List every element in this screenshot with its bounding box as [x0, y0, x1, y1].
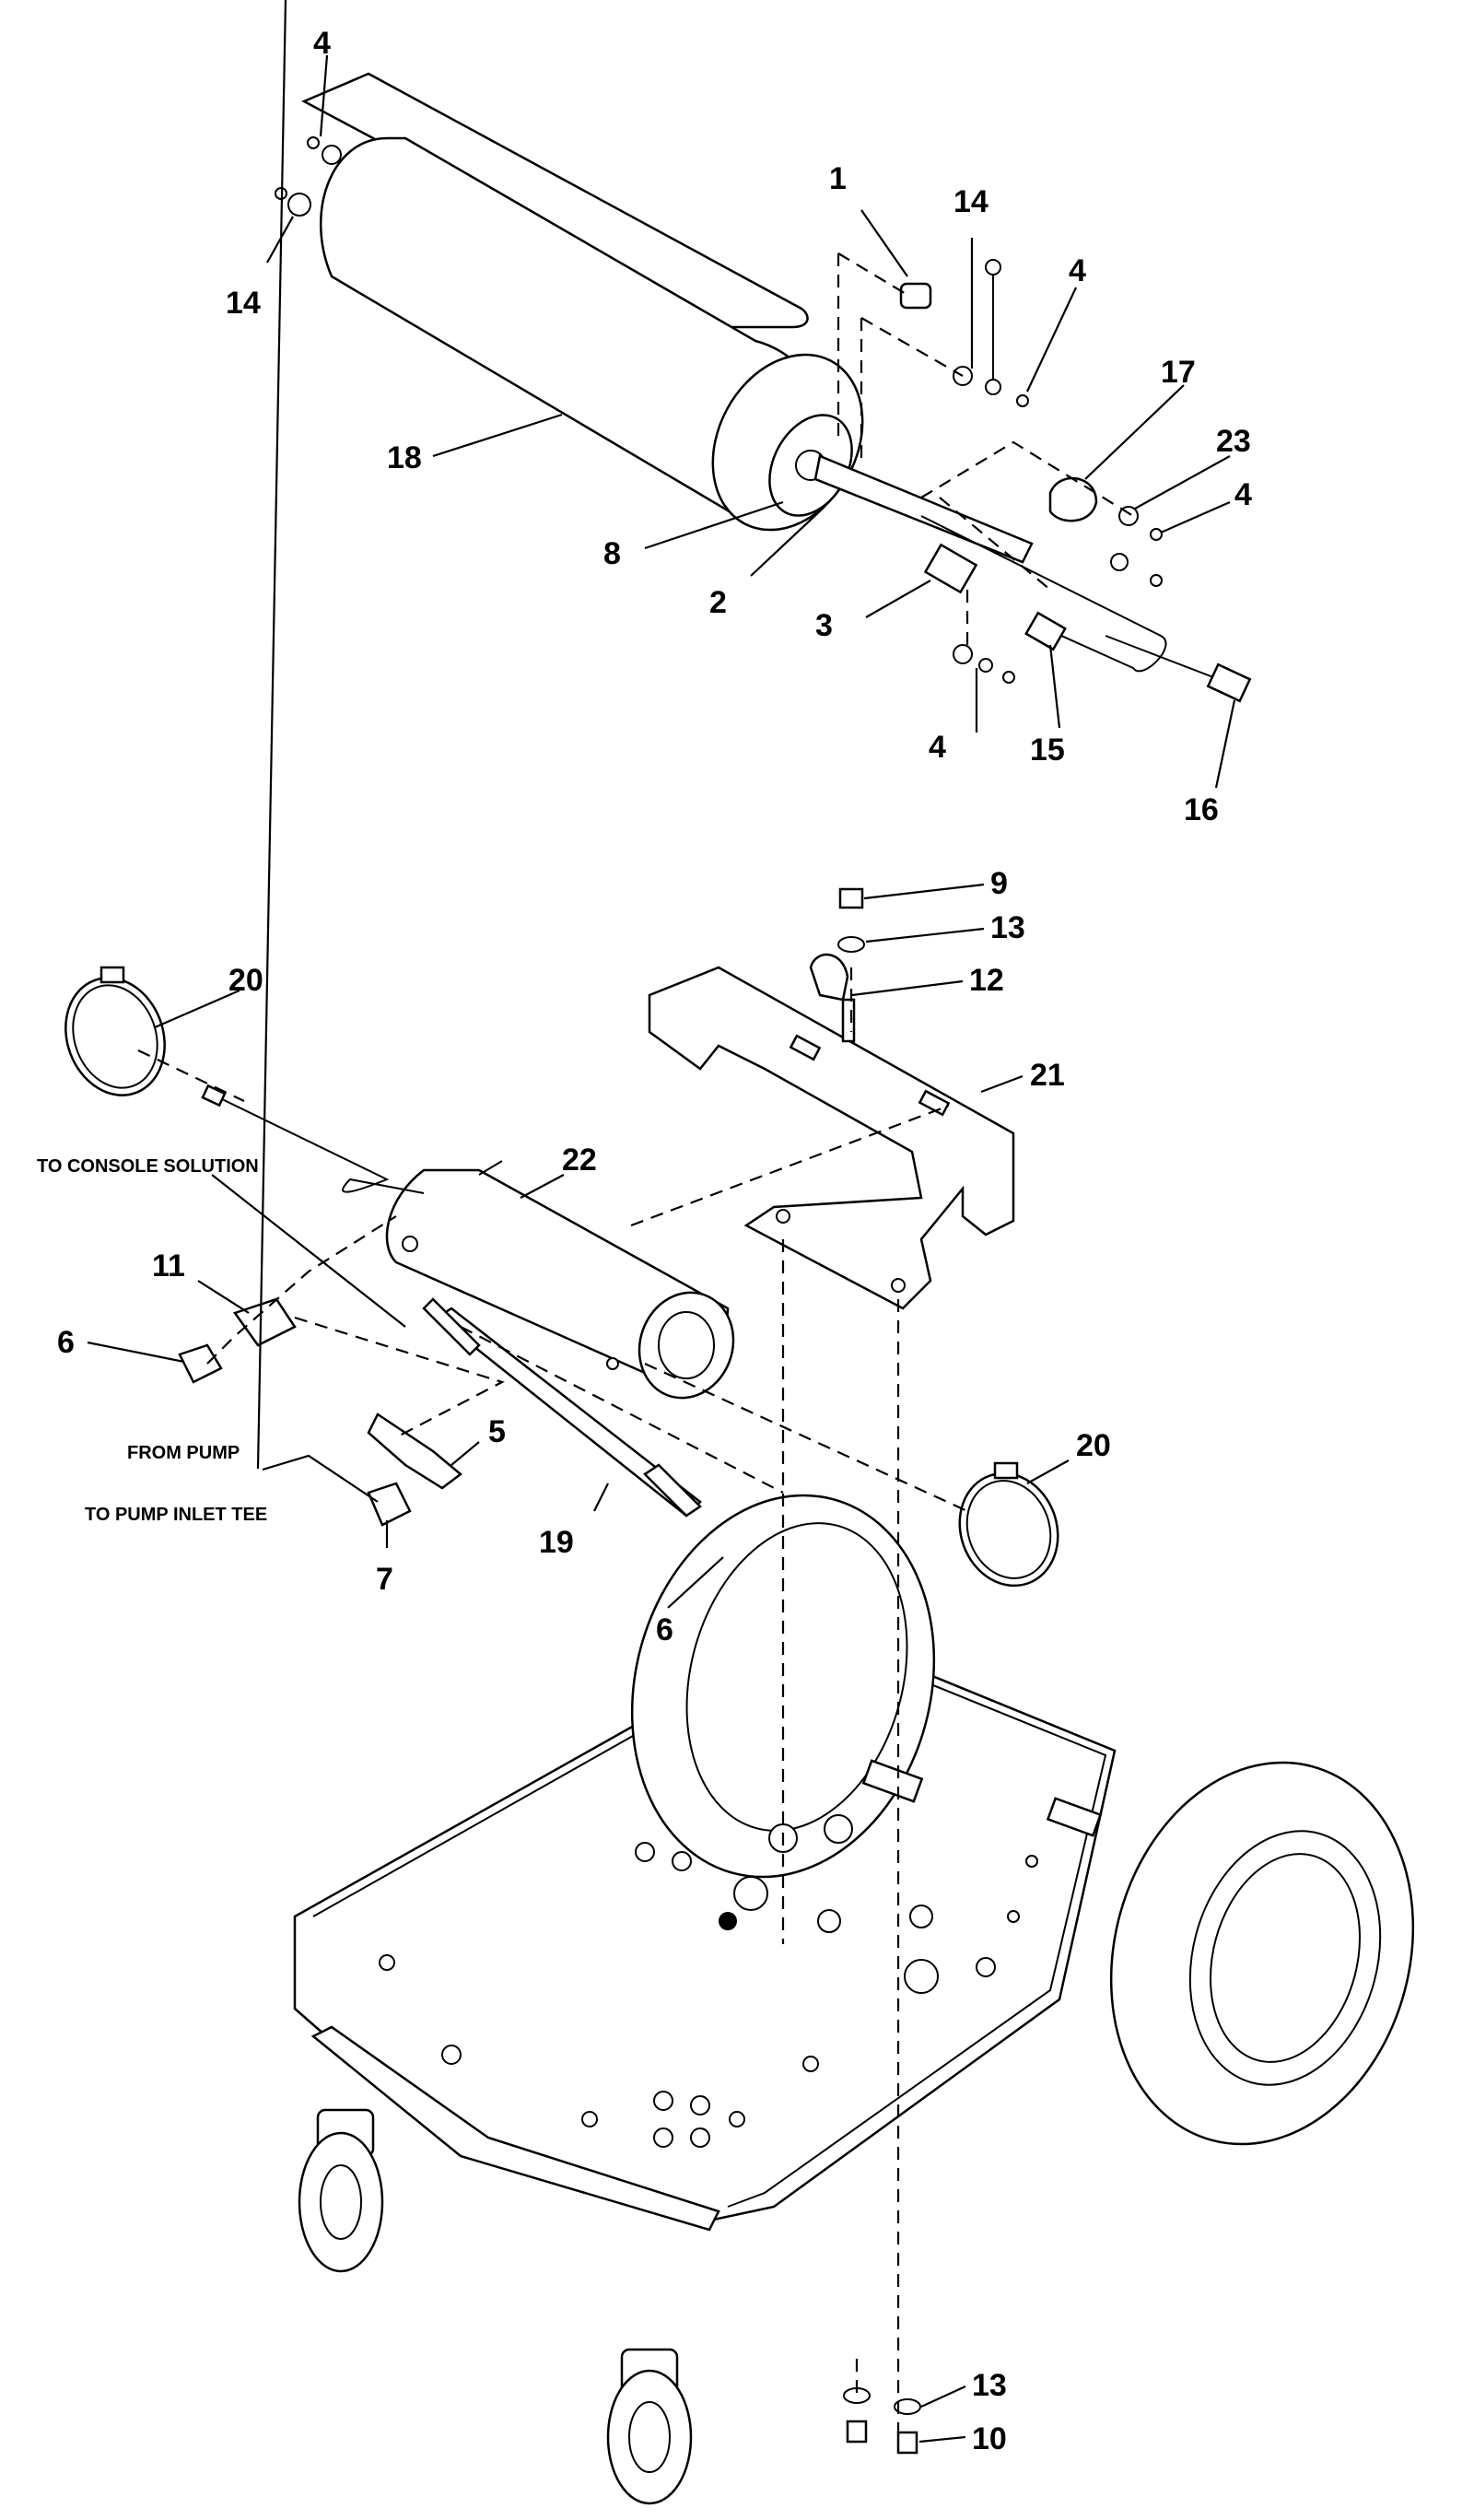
- heater-wire: [216, 1096, 503, 1194]
- callout-17: 17: [1161, 355, 1196, 390]
- fitting-7: [367, 1482, 412, 1527]
- caster-right: [606, 2348, 693, 2505]
- note-to-pump-inlet-tee: TO PUMP INLET TEE: [85, 1505, 267, 1525]
- bolt-bottom-left: [846, 2420, 868, 2444]
- callout-15: 15: [1030, 733, 1065, 768]
- callout-20: 20: [1076, 1428, 1111, 1463]
- link-rod: [986, 266, 1000, 388]
- note-from-pump: FROM PUMP: [127, 1443, 240, 1463]
- callout-18: 18: [387, 440, 422, 475]
- callout-14: 14: [226, 286, 261, 321]
- sensor-15: [1024, 611, 1067, 651]
- callout-7: 7: [376, 1562, 393, 1597]
- bracket-17: [1048, 476, 1098, 522]
- thermostat-3: [923, 543, 978, 594]
- connector-16: [1206, 662, 1252, 703]
- callout-1: 1: [829, 161, 847, 196]
- callout-2: 2: [709, 585, 727, 620]
- callout-22: 22: [562, 1143, 597, 1178]
- clip-12: [809, 953, 849, 1002]
- bolt-10: [896, 2431, 918, 2455]
- callout-19: 19: [539, 1525, 574, 1560]
- callout-11: 11: [152, 1248, 185, 1283]
- hose-clamp-20-right: [958, 1471, 1059, 1588]
- callout-6: 6: [656, 1612, 673, 1647]
- insulation-wrap-18: [301, 72, 809, 329]
- mounting-bracket-21: [648, 966, 1015, 1310]
- frame-and-heater-assembly: [64, 887, 1415, 2505]
- callout-13: 13: [990, 910, 1025, 945]
- callout-3: 3: [815, 608, 833, 643]
- nut-1: [899, 282, 932, 310]
- callout-13: 13: [972, 2368, 1007, 2403]
- cart-base-holes: [379, 1759, 1103, 2148]
- heater-rod: [813, 454, 1034, 564]
- washer-13-top: [837, 936, 865, 953]
- callout-8: 8: [603, 536, 621, 571]
- lower-leaders: [87, 0, 1070, 2444]
- callout-4: 4: [1234, 477, 1252, 512]
- elbow-6-left: [178, 1343, 223, 1384]
- callout-4: 4: [929, 730, 946, 765]
- callout-6: 6: [57, 1325, 75, 1360]
- tee-fitting-11: [232, 1297, 297, 1347]
- callout-10: 10: [972, 2421, 1007, 2456]
- nut-9: [838, 887, 864, 909]
- callouts: 4 1 14 4 14 17 23 18 4 8 2 3 4 15 16 9 1…: [57, 26, 1252, 2456]
- heater-end-22: [638, 1291, 735, 1400]
- rear-wheel: [1109, 1761, 1415, 2146]
- callout-12: 12: [969, 963, 1004, 998]
- callout-4: 4: [313, 26, 331, 61]
- callout-9: 9: [990, 866, 1008, 901]
- wire-harness-16: [920, 515, 1226, 683]
- washer-4b: [322, 145, 342, 165]
- caster-left: [298, 2108, 384, 2273]
- washer-4d: [953, 644, 973, 664]
- screw-4b: [307, 136, 320, 149]
- valve-5: [367, 1412, 463, 1490]
- callout-20: 20: [228, 963, 263, 998]
- notes: TO CONSOLE SOLUTION FROM PUMP TO PUMP IN…: [37, 1156, 267, 1525]
- washer-13-bottom: [894, 2398, 921, 2415]
- callout-21: 21: [1030, 1058, 1065, 1093]
- hose-clamp-20-left: [64, 977, 166, 1096]
- callout-4: 4: [1069, 253, 1086, 288]
- screw-4c: [1150, 528, 1163, 541]
- screw-4a: [1016, 394, 1029, 407]
- upper-leaders: [266, 54, 1236, 789]
- callout-14: 14: [953, 184, 989, 219]
- callout-23: 23: [1216, 424, 1251, 459]
- heater-tank-assembly: [275, 72, 1252, 703]
- washer-14b: [287, 193, 311, 217]
- callout-16: 16: [1184, 792, 1219, 827]
- note-to-console-solution: TO CONSOLE SOLUTION: [37, 1156, 259, 1177]
- callout-5: 5: [488, 1414, 506, 1449]
